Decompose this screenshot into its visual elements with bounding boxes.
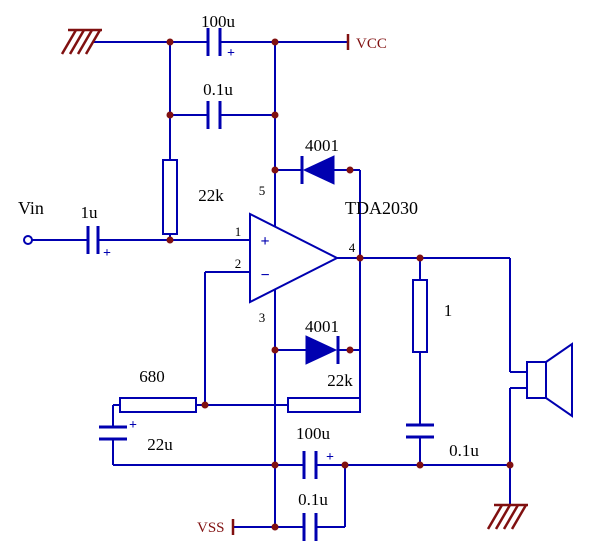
pin-number-2: 2 bbox=[235, 256, 242, 271]
resistor-bias-22k[interactable] bbox=[162, 159, 178, 235]
label-cap-bot-100u[interactable]: 100u bbox=[296, 424, 331, 443]
capacitors bbox=[86, 28, 434, 541]
diode-triangle bbox=[302, 155, 335, 185]
speaker-body bbox=[526, 361, 547, 399]
junction-dot bbox=[416, 254, 424, 262]
polarity-cap-22u: + bbox=[129, 418, 137, 433]
vcc-port-label[interactable]: VCC bbox=[356, 36, 387, 52]
junction-dot bbox=[341, 461, 349, 469]
ground-hatch bbox=[84, 29, 102, 55]
junction-dot bbox=[271, 111, 279, 119]
capacitor-top-0.1u[interactable] bbox=[206, 101, 222, 129]
speaker-symbol[interactable] bbox=[526, 342, 573, 418]
resistors bbox=[119, 159, 428, 413]
resistor-output-1[interactable] bbox=[412, 279, 428, 353]
capacitor-bottom-100u[interactable] bbox=[302, 451, 318, 479]
opamp-tda2030[interactable]: + − bbox=[249, 212, 340, 304]
pin-number-4: 4 bbox=[349, 240, 356, 255]
label-diode-top[interactable]: 4001 bbox=[305, 136, 339, 155]
polarity-cap-in: + bbox=[103, 246, 111, 261]
junction-dot bbox=[346, 346, 354, 354]
polarity-cap-top-100u: + bbox=[227, 46, 235, 61]
capacitor-top-100u[interactable] bbox=[206, 28, 222, 56]
resistor-680[interactable] bbox=[119, 397, 197, 413]
polarity-cap-bot-100u: + bbox=[326, 450, 334, 465]
junction-dot bbox=[356, 254, 364, 262]
junction-dot bbox=[271, 461, 279, 469]
capacitor-22u[interactable] bbox=[99, 425, 127, 441]
junction-dot bbox=[271, 523, 279, 531]
ground-hatch bbox=[510, 504, 528, 530]
label-diode-bottom[interactable]: 4001 bbox=[305, 317, 339, 336]
ground-hatch bbox=[68, 29, 86, 55]
diodes bbox=[300, 155, 340, 365]
junction-dot bbox=[201, 401, 209, 409]
capacitor-output-0.1u[interactable] bbox=[406, 423, 434, 439]
opamp-triangle bbox=[249, 212, 340, 304]
label-cap-22u[interactable]: 22u bbox=[147, 435, 173, 454]
capacitor-bottom-0.1u[interactable] bbox=[302, 513, 318, 541]
diode-triangle bbox=[305, 335, 338, 365]
junction-dot bbox=[271, 38, 279, 46]
ground-hatch bbox=[494, 504, 512, 530]
junction-dot bbox=[506, 461, 514, 469]
opamp-minus-sign: − bbox=[260, 267, 269, 284]
resistor-feedback-22k[interactable] bbox=[287, 397, 361, 413]
power-symbols bbox=[60, 28, 528, 535]
junction-dot bbox=[346, 166, 354, 174]
diode-bottom-4001[interactable] bbox=[305, 335, 340, 365]
label-res-feedback[interactable]: 22k bbox=[327, 371, 353, 390]
ground-hatch bbox=[76, 29, 94, 55]
opamp-plus-sign: + bbox=[260, 233, 269, 250]
junction-dot bbox=[166, 111, 174, 119]
junction-dot bbox=[271, 346, 279, 354]
label-res-output[interactable]: 1 bbox=[444, 301, 453, 320]
junction-dot bbox=[166, 236, 174, 244]
junction-dot bbox=[416, 461, 424, 469]
label-cap-top-100u[interactable]: 100u bbox=[201, 12, 236, 31]
vss-port-label[interactable]: VSS bbox=[197, 520, 225, 536]
label-cap-bot-01u[interactable]: 0.1u bbox=[298, 490, 328, 509]
ground-hatch bbox=[60, 29, 78, 55]
label-res-bias[interactable]: 22k bbox=[198, 186, 224, 205]
earth-ground-symbol-top[interactable] bbox=[60, 28, 102, 55]
junction-dot bbox=[166, 38, 174, 46]
ground-hatch bbox=[502, 504, 520, 530]
pin-number-5: 5 bbox=[259, 183, 266, 198]
label-res-680[interactable]: 680 bbox=[139, 367, 165, 386]
diode-top-4001[interactable] bbox=[300, 155, 335, 185]
vin-port-circle[interactable] bbox=[23, 235, 33, 245]
junction-dot bbox=[271, 166, 279, 174]
label-cap-output[interactable]: 0.1u bbox=[449, 441, 479, 460]
earth-ground-symbol-bottom[interactable] bbox=[486, 503, 528, 530]
capacitor-input-1u[interactable] bbox=[86, 226, 100, 254]
ic-name-label[interactable]: TDA2030 bbox=[345, 198, 418, 218]
label-cap-in[interactable]: 1u bbox=[81, 203, 99, 222]
junction-dots bbox=[166, 38, 514, 531]
vin-port-label[interactable]: Vin bbox=[18, 198, 44, 218]
pin-number-1: 1 bbox=[235, 224, 242, 239]
ground-hatch bbox=[486, 504, 504, 530]
speaker-horn bbox=[545, 342, 573, 418]
pin-number-3: 3 bbox=[259, 310, 266, 325]
label-cap-top-01u[interactable]: 0.1u bbox=[203, 80, 233, 99]
